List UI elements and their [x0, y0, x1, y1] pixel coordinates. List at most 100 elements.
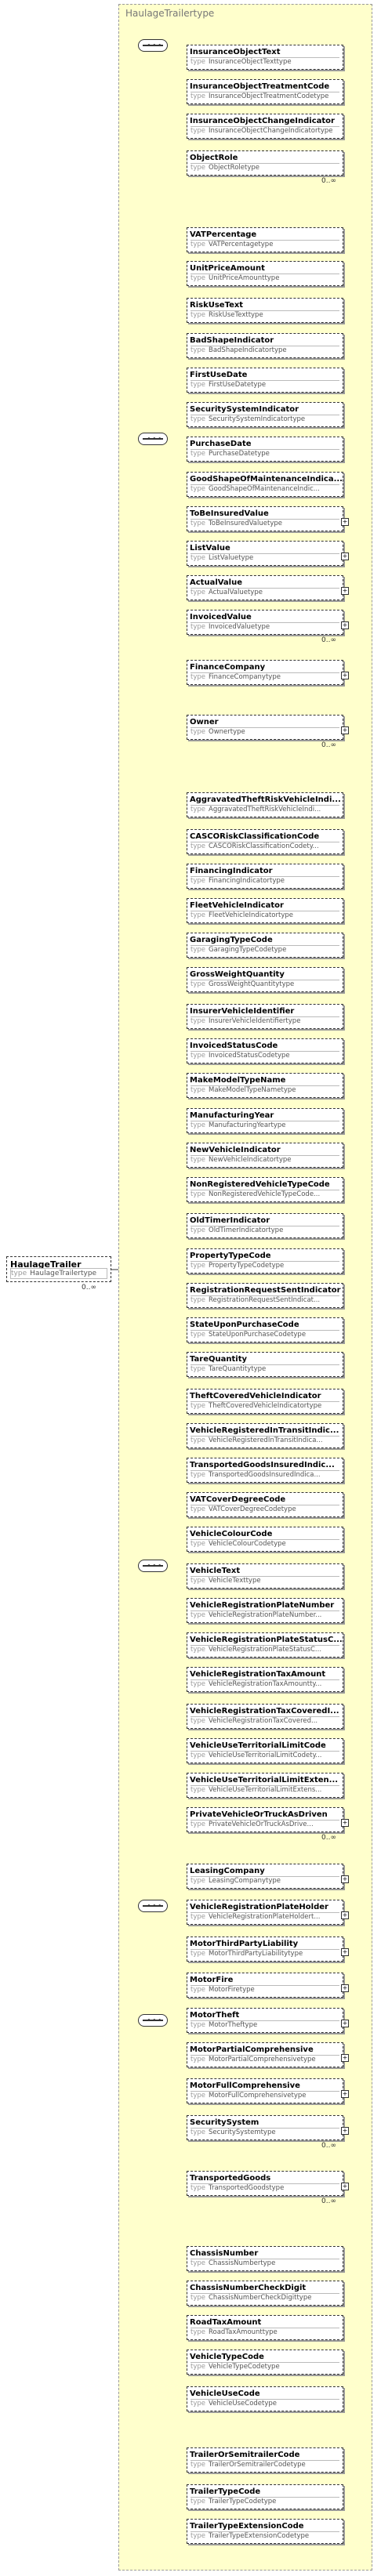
expand-plus-icon[interactable]: + [341, 1947, 349, 1956]
expand-plus-icon[interactable]: + [341, 2053, 349, 2062]
expand-plus-icon[interactable]: + [341, 2019, 349, 2027]
expand-plus-icon[interactable]: + [341, 1819, 349, 1828]
type-tag: type [190, 2363, 205, 2371]
type-name: RoadTaxAmounttype [209, 2328, 278, 2337]
expand-plus-icon[interactable]: + [341, 621, 349, 630]
expand-plus-icon[interactable]: + [341, 672, 349, 679]
sequence-compositor[interactable]: ••• [138, 39, 168, 52]
type-name: VehicleRegistrationTaxAmountty... [209, 1680, 322, 1689]
expand-plus-icon[interactable]: + [341, 726, 349, 734]
element-name: RiskUseText [190, 300, 244, 310]
type-tag: type [190, 310, 205, 319]
sequence-compositor[interactable]: ••• [138, 1560, 168, 1572]
type-tag: type [190, 2184, 205, 2193]
expand-plus-icon[interactable]: + [341, 2183, 349, 2191]
expand-plus-icon[interactable]: + [341, 587, 349, 596]
expand-plus-icon[interactable]: + [341, 517, 349, 526]
type-tag: type [190, 450, 205, 458]
expand-plus-icon[interactable]: + [341, 1911, 349, 1920]
expand-plus-icon[interactable]: + [341, 552, 349, 560]
expand-plus-icon[interactable]: + [341, 1875, 349, 1883]
sequence-compositor[interactable]: ••• [138, 433, 168, 445]
type-tag: type [190, 2293, 205, 2302]
expand-plus-icon[interactable]: + [341, 2090, 349, 2099]
type-tag: type [190, 1261, 205, 1270]
expand-plus-icon[interactable]: + [341, 2126, 349, 2135]
sequence-compositor[interactable]: ••• [138, 2014, 168, 2027]
expand-plus-icon[interactable]: + [341, 1984, 349, 1993]
sequence-compositor[interactable]: ••• [138, 1900, 168, 1912]
